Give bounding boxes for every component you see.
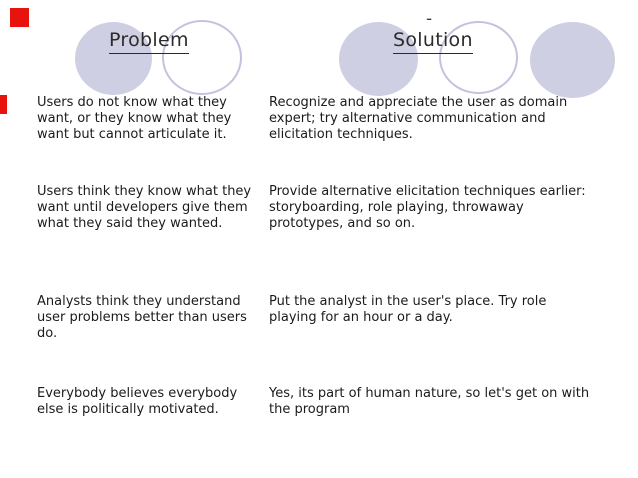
table-cell-solution-1: Recognize and appreciate the user as dom…	[269, 95, 568, 142]
annotation-marker-top-left	[10, 8, 29, 27]
table-cell-solution-3: Put the analyst in the user's place. Try…	[269, 294, 547, 325]
decorative-circle-outlined-left	[162, 20, 242, 95]
table-cell-problem-2: Users think they know what they want unt…	[37, 184, 252, 231]
decorative-circle-outlined-right	[439, 21, 518, 94]
table-cell-solution-4: Yes, its part of human nature, so let's …	[269, 386, 590, 417]
decorative-circle-filled-left	[75, 22, 152, 95]
solution-header: Solution	[393, 29, 473, 54]
solution-header-label: Solution	[393, 29, 473, 54]
annotation-marker-left-edge	[0, 95, 7, 114]
table-cell-solution-2: Provide alternative elicitation techniqu…	[269, 184, 586, 231]
decorative-circle-filled-mid	[339, 22, 418, 96]
problem-header: Problem	[109, 29, 189, 54]
table-cell-problem-4: Everybody believes everybody else is pol…	[37, 386, 238, 417]
problem-header-label: Problem	[109, 29, 189, 54]
title-dash: -	[426, 9, 433, 29]
table-cell-problem-3: Analysts think they understand user prob…	[37, 294, 247, 341]
decorative-circle-filled-right	[530, 22, 615, 98]
table-cell-problem-1: Users do not know what they want, or the…	[37, 95, 232, 142]
